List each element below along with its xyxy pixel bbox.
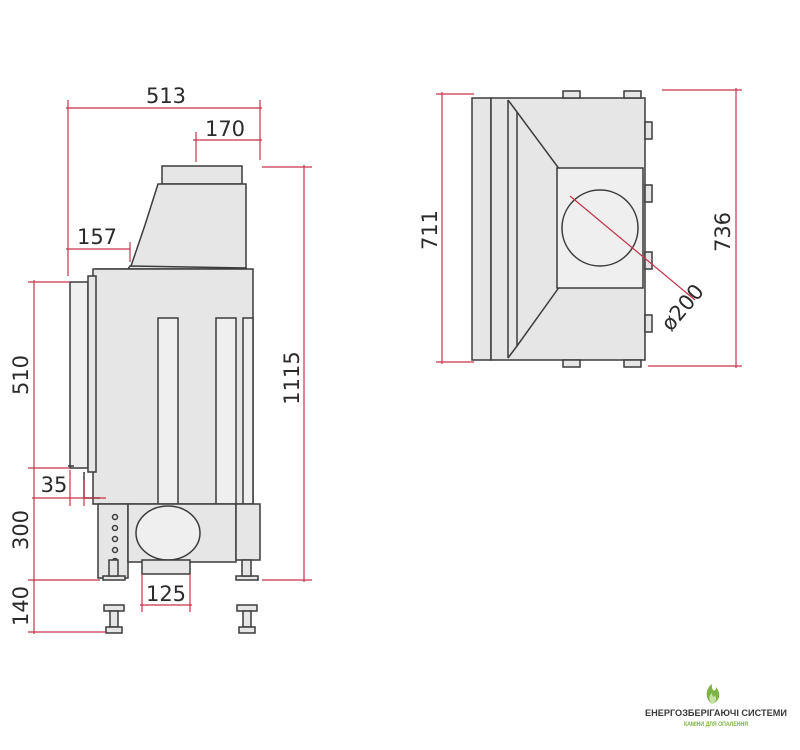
foot-right bbox=[236, 604, 258, 612]
side-view bbox=[68, 165, 261, 634]
side-view-dimensions: 513 170 157 1115 510 35 300 140 bbox=[9, 84, 312, 634]
baffle-2 bbox=[215, 317, 237, 505]
foot-left bbox=[103, 604, 125, 612]
dim-lower-height: 300 bbox=[9, 510, 33, 550]
logo-title: ЕНЕРГОЗБЕРІГАЮЧІ СИСТЕМИ bbox=[645, 708, 787, 718]
dim-door-height: 510 bbox=[9, 355, 33, 395]
company-logo: ЕНЕРГОЗБЕРІГАЮЧІ СИСТЕМИ КАМІНИ ДЛЯ ОПАЛ… bbox=[645, 684, 787, 728]
dim-width-total: 513 bbox=[146, 84, 186, 108]
dim-front-depth: 157 bbox=[77, 225, 117, 249]
top-view bbox=[471, 90, 653, 368]
air-inlet-collar bbox=[141, 559, 191, 575]
baffle-3 bbox=[242, 317, 254, 505]
dim-leg-height: 140 bbox=[9, 586, 33, 626]
dim-outer-width: 736 bbox=[711, 212, 735, 252]
upper-hood bbox=[128, 183, 247, 270]
flue-outlet bbox=[561, 189, 639, 267]
dim-flue-diameter: ø200 bbox=[656, 280, 708, 336]
baffle-1 bbox=[157, 317, 179, 505]
leg-left bbox=[108, 559, 119, 577]
dim-air-inlet: 125 bbox=[146, 582, 186, 606]
dim-inner-width: 711 bbox=[418, 210, 442, 250]
logo-subtitle: КАМІНИ ДЛЯ ОПАЛЕННЯ bbox=[684, 722, 748, 728]
flue-collar bbox=[161, 165, 243, 185]
door-glass bbox=[69, 281, 89, 469]
front-frame bbox=[471, 97, 492, 361]
rear-block bbox=[235, 503, 261, 561]
dim-height-total: 1115 bbox=[280, 351, 304, 404]
air-inlet bbox=[135, 505, 201, 561]
dim-handle-offset: 35 bbox=[41, 473, 68, 497]
leg-right bbox=[241, 559, 252, 577]
door-frame bbox=[87, 275, 97, 473]
dim-flue-offset: 170 bbox=[205, 117, 245, 141]
flame-icon bbox=[706, 684, 720, 704]
